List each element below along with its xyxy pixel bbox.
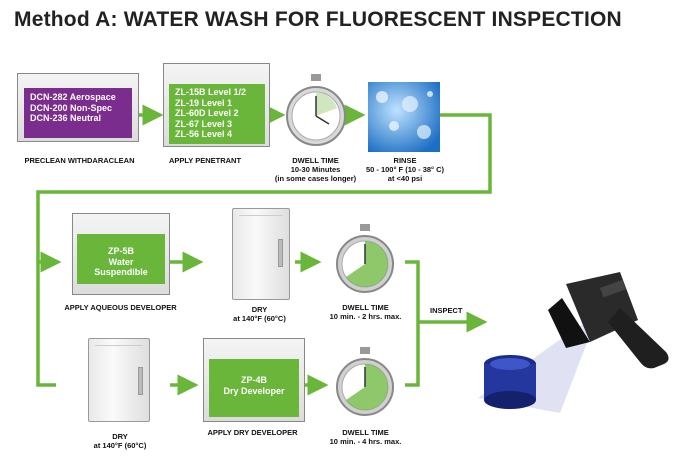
- preclean-product-2: DCN-200 Non-Spec: [30, 102, 113, 113]
- page-title: Method A: WATER WASH FOR FLUORESCENT INS…: [14, 8, 622, 31]
- dry1-temp: at 140°F (60°C): [233, 314, 286, 323]
- dwell3-title: DWELL TIME: [342, 428, 389, 437]
- preclean-tank: DCN-282 Aerospace DCN-200 Non-Spec DCN-2…: [17, 73, 139, 142]
- aqueous-products-panel: ZP-5B Water Suspendible: [77, 234, 165, 284]
- penetrant-tank: ZL-15B Level 1/2 ZL-19 Level 1 ZL-60D Le…: [163, 63, 270, 147]
- preclean-label: PRECLEAN WITHDARACLEAN: [24, 156, 135, 165]
- preclean-product-3: DCN-236 Neutral: [30, 113, 102, 123]
- preclean-product-1: DCN-282 Aerospace: [30, 92, 116, 102]
- water-droplets-icon: [368, 82, 440, 152]
- dryer-oven: [232, 208, 290, 300]
- dwell1-time: 10-30 Minutes: [290, 165, 341, 174]
- arrow-rinse-down: [36, 113, 492, 387]
- aqueous-tank: ZP-5B Water Suspendible: [72, 213, 170, 295]
- penetrant-label: APPLY PENETRANT: [168, 156, 242, 165]
- rinse-label: RINSE 50 - 100° F (10 - 38° C) at <40 ps…: [355, 156, 455, 183]
- penetrant-product-1: ZL-15B Level 1/2: [175, 87, 247, 97]
- stopwatch-icon: [286, 74, 346, 146]
- dry2-title: DRY: [112, 432, 128, 441]
- dry1-title: DRY: [251, 305, 268, 314]
- stopwatch-icon: [336, 347, 394, 416]
- penetrant-product-4: ZL-67 Level 3: [175, 118, 233, 129]
- dwell2-label: DWELL TIME 10 min. - 2 hrs. max.: [318, 303, 413, 321]
- penetrant-product-2: ZL-19 Level 1: [175, 97, 233, 108]
- dwell3-label: DWELL TIME 10 min. - 4 hrs. max.: [318, 428, 413, 446]
- dwell3-time: 10 min. - 4 hrs. max.: [329, 437, 402, 446]
- dry-developer-product-1: ZP-4B: [240, 375, 267, 385]
- preclean-products-panel: DCN-282 Aerospace DCN-200 Non-Spec DCN-2…: [24, 88, 132, 138]
- dwell1-note: (in some cases longer): [274, 174, 357, 183]
- dwell2-title: DWELL TIME: [342, 303, 389, 312]
- uv-lamp-icon: [478, 272, 669, 413]
- penetrant-products-panel: ZL-15B Level 1/2 ZL-19 Level 1 ZL-60D Le…: [169, 84, 265, 144]
- arrow-dwells-to-inspect: [405, 260, 420, 387]
- penetrant-product-5: ZL-56 Level 4: [175, 129, 233, 139]
- rinse-title: RINSE: [393, 156, 417, 165]
- rinse-temp: 50 - 100° F (10 - 38° C): [365, 165, 445, 174]
- dryer-oven: [88, 338, 150, 422]
- dry-developer-tank: ZP-4B Dry Developer: [203, 338, 305, 422]
- aqueous-product-1: ZP-5B: [107, 246, 134, 256]
- dwell1-title: DWELL TIME: [292, 156, 339, 165]
- dwell1-label: DWELL TIME 10-30 Minutes (in some cases …: [268, 156, 363, 183]
- dry-developer-product-2: Dry Developer: [223, 385, 285, 396]
- penetrant-product-3: ZL-60D Level 2: [175, 108, 239, 118]
- aqueous-product-2: Water Suspendible: [94, 256, 148, 278]
- dry-developer-products-panel: ZP-4B Dry Developer: [209, 359, 299, 417]
- dry-developer-label: APPLY DRY DEVELOPER: [207, 428, 298, 437]
- stopwatch-icon: [336, 224, 394, 293]
- dwell2-time: 10 min. - 2 hrs. max.: [329, 312, 402, 321]
- aqueous-label: APPLY AQUEOUS DEVELOPER: [64, 303, 177, 312]
- dry2-temp: at 140°F (60°C): [93, 441, 147, 450]
- inspect-label: INSPECT: [430, 306, 463, 315]
- dry1-label: DRY at 140°F (60°C): [222, 305, 297, 323]
- rinse-pressure: at <40 psi: [387, 174, 423, 183]
- dry2-label: DRY at 140°F (60°C): [80, 432, 160, 450]
